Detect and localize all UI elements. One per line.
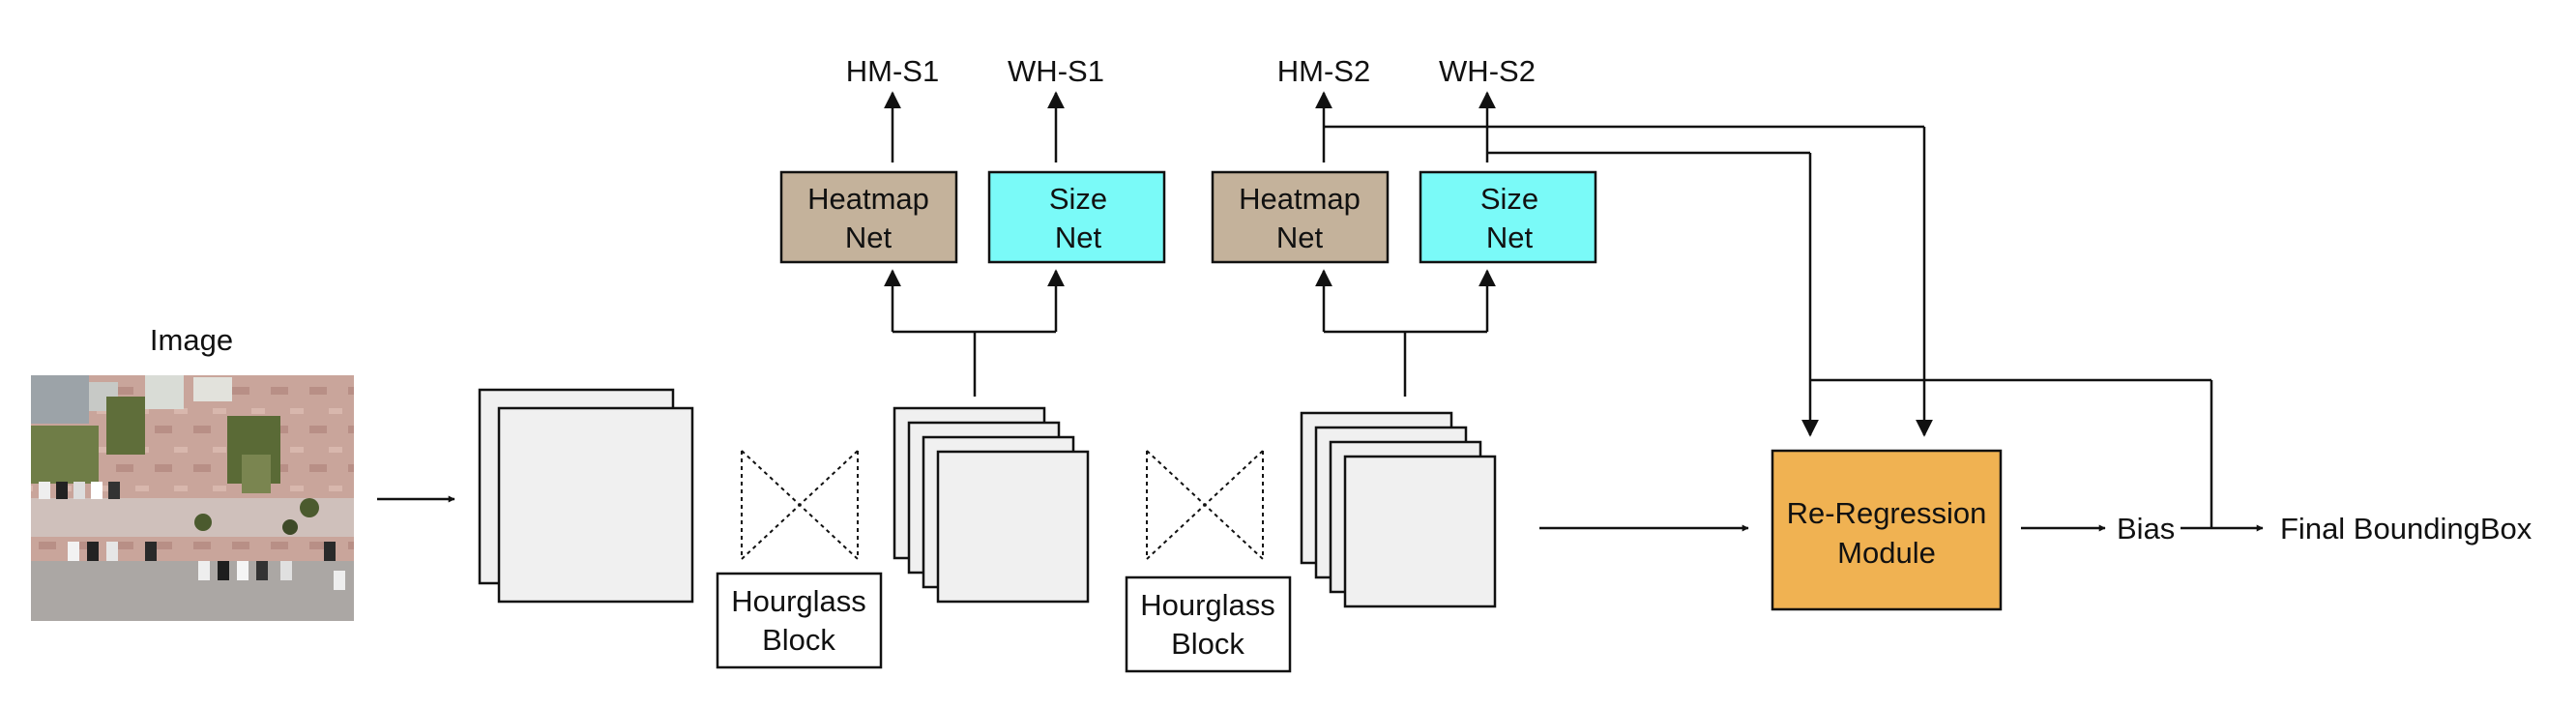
- hourglass-label-box: [716, 572, 883, 669]
- hourglass-block-2: Hourglass Block: [1125, 450, 1292, 673]
- reregression-module: Re-Regression Module: [1771, 449, 2003, 611]
- final-connectors: [1810, 378, 2264, 532]
- image-label: Image: [150, 323, 233, 357]
- heatmap-net-1-line2: Net: [845, 221, 893, 254]
- hourglass-label-line2: Block: [762, 623, 835, 657]
- hourglass-shape-icon: [1146, 450, 1264, 560]
- stage2-feature-stack: [1300, 411, 1497, 608]
- hourglass-shape-icon: [741, 450, 859, 560]
- heatmap-net-2-line2: Net: [1276, 221, 1324, 254]
- output-hm-s1: HM-S1: [846, 54, 939, 88]
- heatmap-net-1: Heatmap Net: [779, 170, 958, 264]
- size-net-1: Size Net: [987, 170, 1166, 264]
- heatmap-net-1-line1: Heatmap: [807, 182, 929, 216]
- size-net-1-line2: Net: [1055, 221, 1102, 254]
- hourglass-label-line2: Block: [1171, 627, 1244, 661]
- hourglass-label-box: [1125, 575, 1292, 673]
- stage2-to-reregression-connectors: [1324, 125, 1933, 437]
- size-net-1-line1: Size: [1049, 182, 1107, 216]
- hourglass-block-1: Hourglass Block: [716, 450, 883, 669]
- size-net-2-line2: Net: [1486, 221, 1534, 254]
- stage1-head-connectors: [884, 91, 1065, 397]
- output-wh-s1: WH-S1: [1008, 54, 1104, 88]
- size-net-2-line1: Size: [1480, 182, 1538, 216]
- final-boundingbox-label: Final BoundingBox: [2280, 512, 2532, 546]
- heatmap-net-2: Heatmap Net: [1211, 170, 1390, 264]
- heatmap-net-2-line1: Heatmap: [1239, 182, 1361, 216]
- size-net-2: Size Net: [1419, 170, 1597, 264]
- input-feature-stack: [478, 388, 694, 604]
- output-hm-s2: HM-S2: [1277, 54, 1370, 88]
- stage1-feature-stack: [893, 406, 1090, 604]
- bias-label: Bias: [2117, 512, 2175, 546]
- hourglass-label-line1: Hourglass: [1140, 588, 1275, 622]
- aerial-image: [31, 375, 354, 621]
- reregression-line1: Re-Regression: [1787, 496, 1987, 530]
- output-wh-s2: WH-S2: [1439, 54, 1536, 88]
- hourglass-label-line1: Hourglass: [731, 584, 866, 618]
- reregression-line2: Module: [1837, 536, 1936, 570]
